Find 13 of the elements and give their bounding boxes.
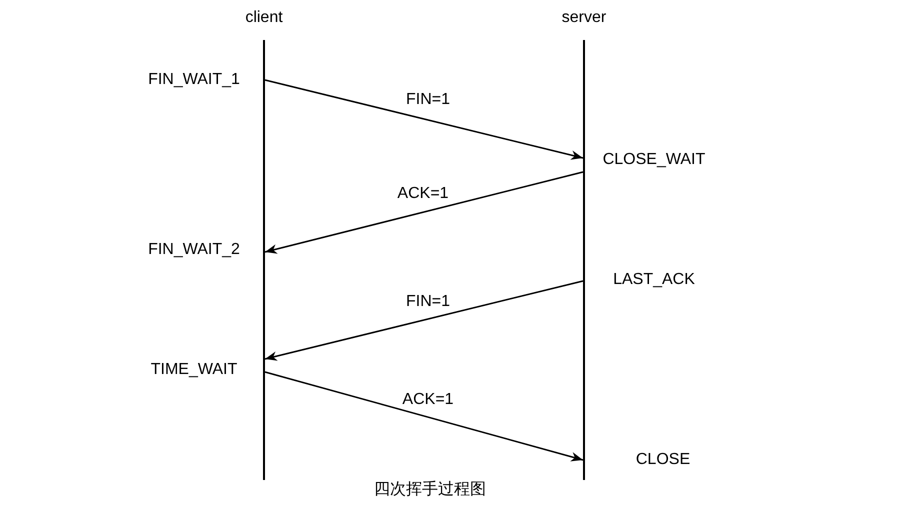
message-arrow — [264, 280, 584, 361]
state-label: LAST_ACK — [613, 271, 695, 289]
state-label: TIME_WAIT — [150, 361, 238, 379]
participant-label: server — [560, 8, 608, 28]
participant-label: client — [244, 8, 284, 28]
message-arrow — [264, 371, 584, 462]
message-arrow — [264, 171, 584, 254]
state-label: FIN_WAIT_1 — [148, 71, 240, 89]
state-label: FIN_WAIT_2 — [148, 241, 240, 259]
caption: 四次挥手过程图 — [374, 481, 486, 499]
message-arrow — [264, 79, 584, 160]
state-label: CLOSE — [636, 451, 690, 469]
state-label: CLOSE_WAIT — [602, 151, 706, 169]
